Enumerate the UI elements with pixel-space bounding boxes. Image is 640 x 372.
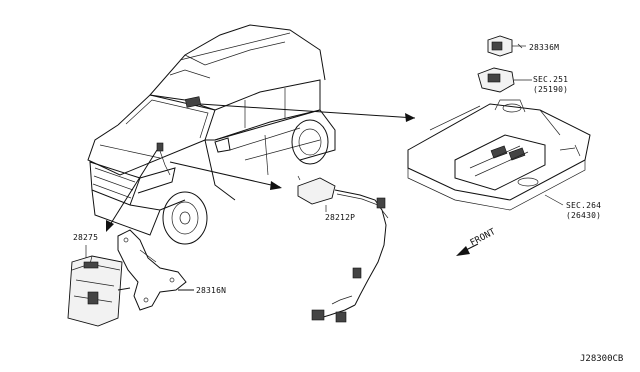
module-28275-illustration — [67, 245, 131, 327]
label-26430: (26430) — [566, 211, 601, 220]
label-sec251: SEC.251 — [533, 75, 568, 84]
diagram-id: J28300CB — [580, 354, 623, 364]
vehicle-illustration — [87, 24, 336, 245]
front-direction-indicator: FRONT — [456, 227, 498, 256]
bracket-28316n-illustration — [117, 229, 194, 311]
antenna-cable-illustration — [297, 175, 389, 323]
label-28316n: 28316N — [196, 286, 226, 295]
label-sec264: SEC.264 — [566, 201, 601, 210]
label-28275: 28275 — [73, 233, 98, 242]
leader-arrows — [106, 103, 416, 232]
part-28336m-illustration — [487, 35, 526, 57]
front-label: FRONT — [469, 227, 498, 249]
label-25190: (25190) — [533, 85, 568, 94]
label-28336m: 28336M — [529, 43, 559, 52]
label-28212p: 28212P — [325, 213, 355, 222]
part-sec251-illustration — [477, 67, 532, 93]
overhead-console-illustration — [407, 99, 591, 211]
